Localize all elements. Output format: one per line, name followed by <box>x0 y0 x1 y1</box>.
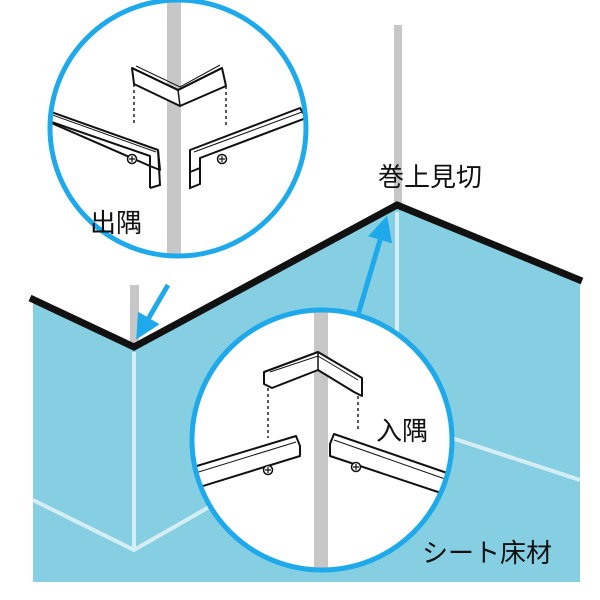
arrow-to-inner-corner <box>355 215 393 316</box>
detail-post-inner <box>314 310 328 570</box>
label-top-trim: 巻上見切 <box>378 163 482 193</box>
screw-icon <box>126 153 138 165</box>
inner-corner-detail <box>189 307 455 573</box>
detail-post-outer <box>167 0 181 256</box>
label-inner-corner: 入隅 <box>376 417 428 447</box>
label-floor-sheet: シート床材 <box>422 539 552 569</box>
top-trim-line <box>28 201 584 351</box>
inner-corner-cap <box>263 351 363 397</box>
label-outer-corner: 出隅 <box>90 209 142 239</box>
outer-corner-detail <box>47 0 309 259</box>
screw-icon <box>262 464 274 476</box>
screw-icon <box>350 461 362 473</box>
screw-icon <box>216 153 228 165</box>
arrow-to-outer-corner <box>136 283 171 340</box>
post-left <box>130 285 139 347</box>
post-right <box>394 25 402 203</box>
